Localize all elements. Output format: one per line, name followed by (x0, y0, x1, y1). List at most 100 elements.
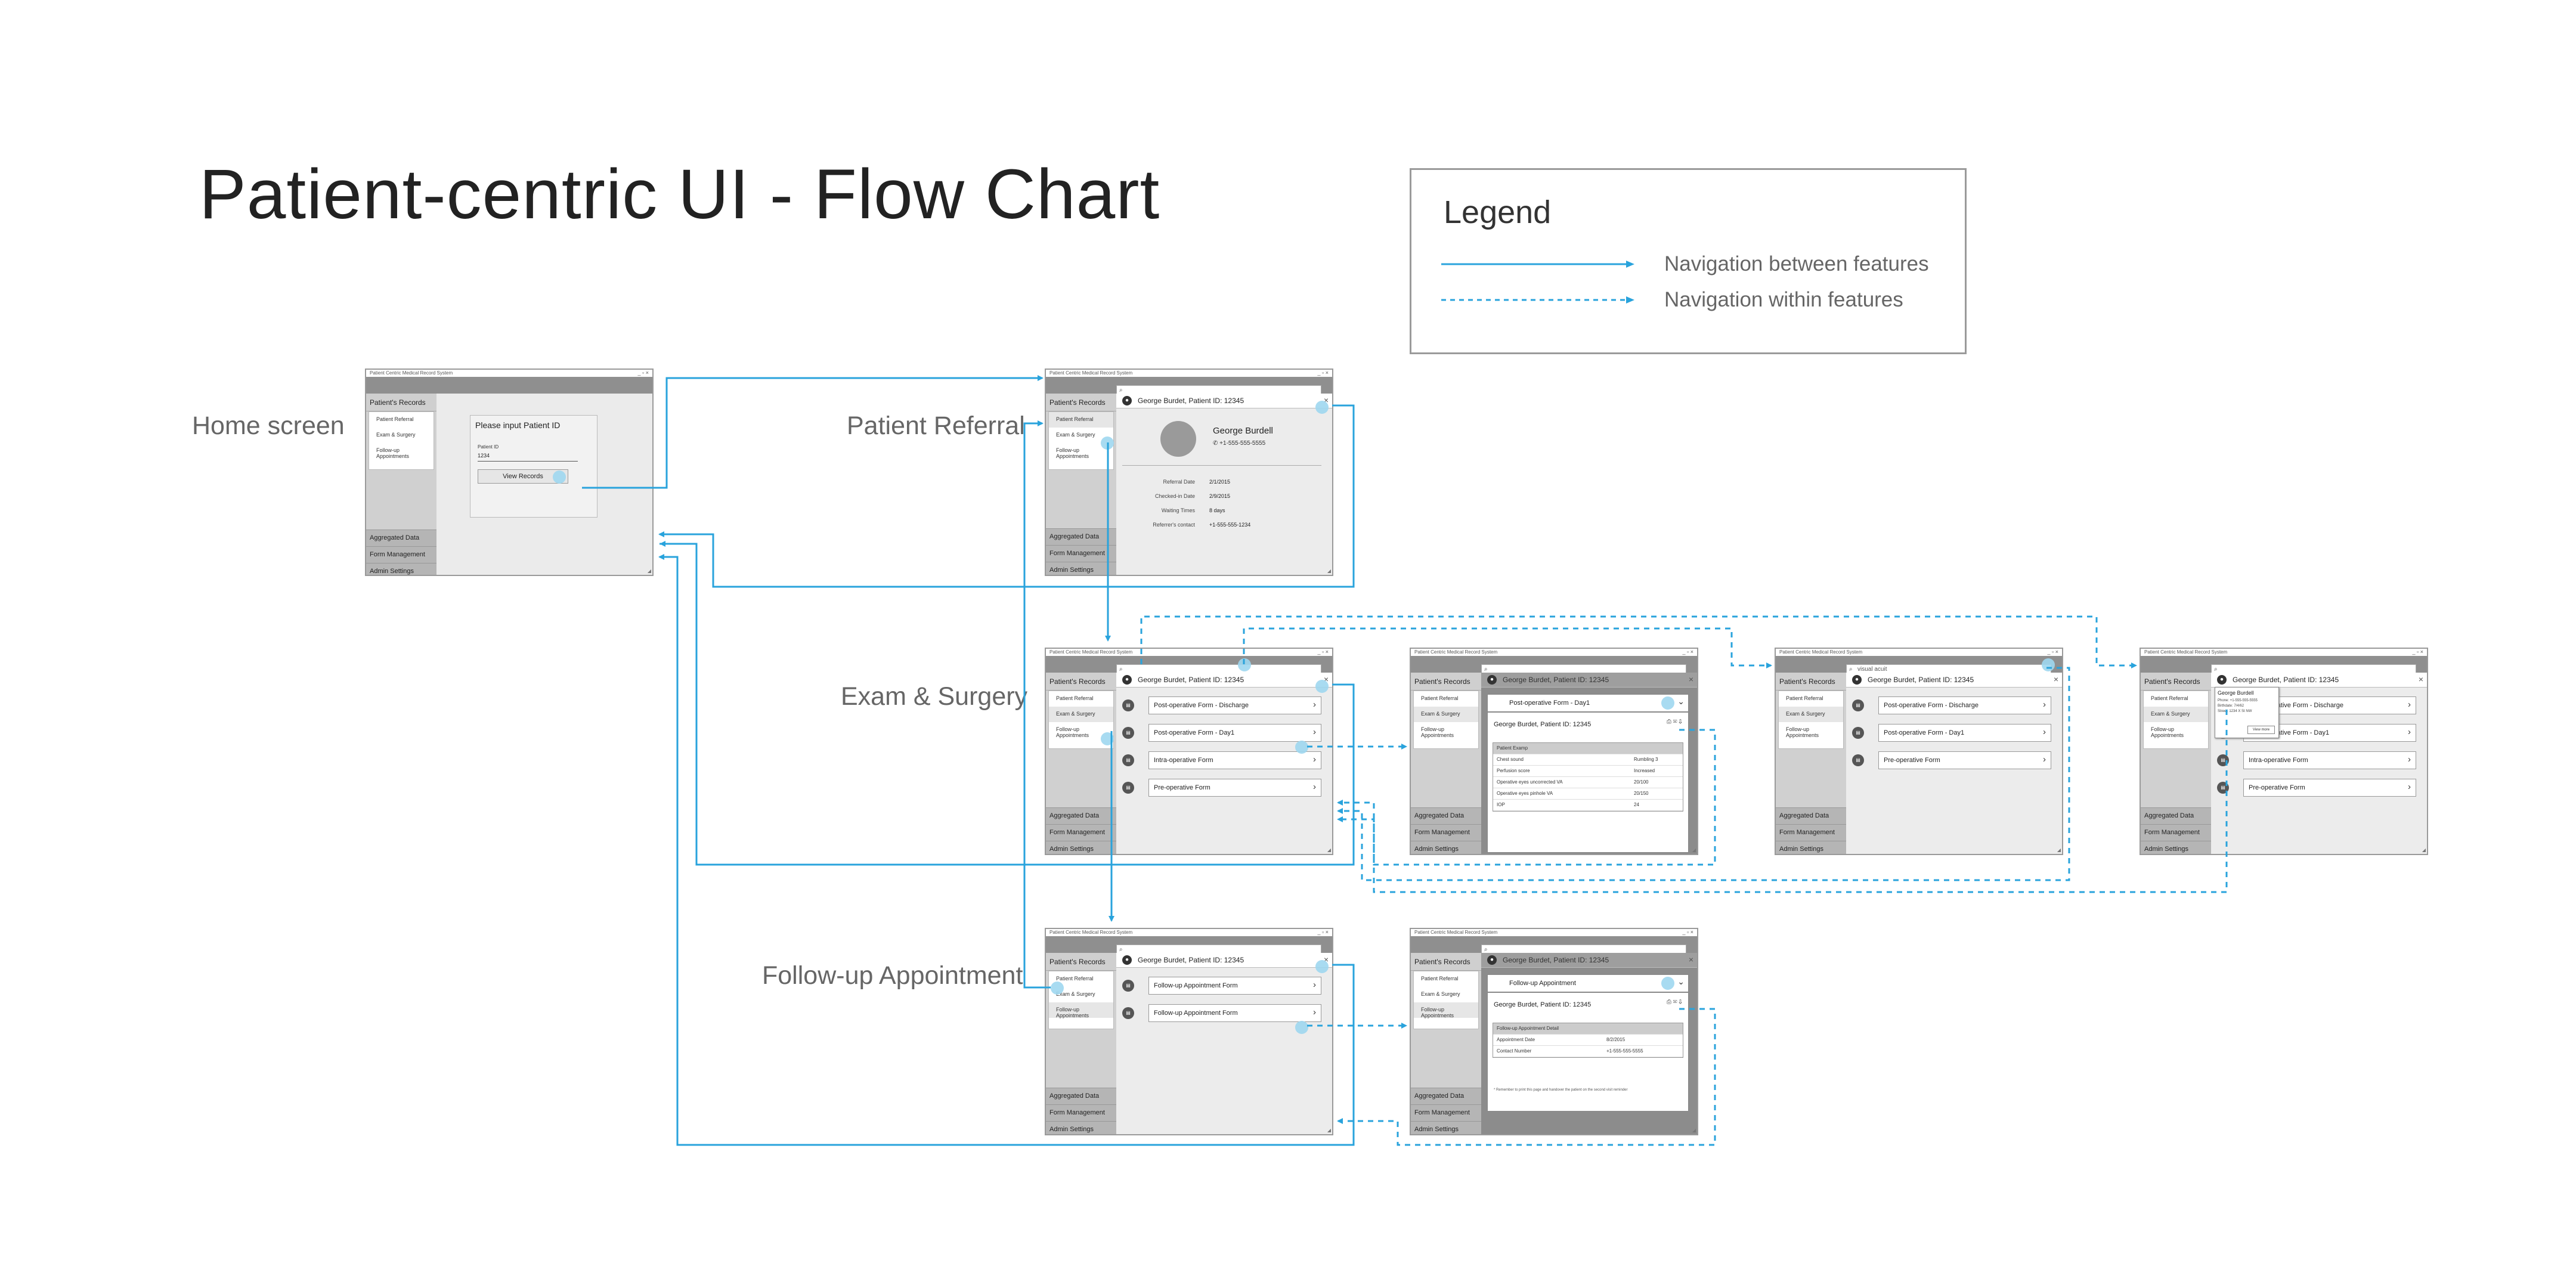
close-icon[interactable]: × (2053, 674, 2058, 684)
sidebar-item-exam[interactable]: Exam & Surgery (376, 432, 416, 438)
search-icon: ⌕ (2214, 666, 2218, 673)
referral-name: George Burdell (1213, 426, 1273, 436)
dash-popup-to-exam (1337, 710, 2228, 893)
chevron-down-icon[interactable]: ⌄ (1677, 696, 1685, 706)
sidebar-aggregated[interactable]: Aggregated Data (1411, 807, 1481, 824)
close-icon[interactable]: × (1323, 955, 1329, 964)
sidebar-admin[interactable]: Admin Settings (1046, 841, 1116, 854)
sidebar-form-mgmt[interactable]: Form Management (2141, 824, 2211, 841)
form-row[interactable]: ▤Post-operative Form - Discharge› (1846, 694, 2062, 716)
form-row[interactable]: ▤Pre-operative Form› (2211, 776, 2427, 798)
form-row[interactable]: ▤Pre-operative Form› (1846, 749, 2062, 770)
view-more-button[interactable]: View more (2247, 726, 2275, 734)
sidebar-admin[interactable]: Admin Settings (2141, 841, 2211, 854)
close-icon[interactable]: × (1688, 955, 1693, 964)
form-title-bar[interactable]: Post-operative Form - Day1 ⌄ (1487, 694, 1689, 712)
sidebar-item-referral[interactable]: Patient Referral (1786, 695, 1823, 701)
sidebar-patient-records[interactable]: Patient's Records (366, 394, 436, 411)
sidebar-admin[interactable]: Admin Settings (1046, 562, 1116, 575)
sidebar-form-mgmt[interactable]: Form Management (1046, 545, 1116, 562)
sidebar-item-followup[interactable]: Follow-up Appointments (1421, 726, 1454, 738)
sidebar-item-exam[interactable]: Exam & Surgery (1414, 707, 1478, 722)
form-row[interactable]: ▤Intra-operative Form› (2211, 749, 2427, 770)
sidebar-item-followup[interactable]: Follow-up Appointments (1049, 1002, 1113, 1018)
sidebar-item-referral[interactable]: Patient Referral (1421, 695, 1459, 701)
sidebar-form-mgmt[interactable]: Form Management (1776, 824, 1846, 841)
sidebar-aggregated[interactable]: Aggregated Data (1411, 1088, 1481, 1104)
sidebar-admin[interactable]: Admin Settings (366, 563, 436, 575)
close-icon[interactable]: × (1323, 395, 1329, 405)
sidebar-admin[interactable]: Admin Settings (1776, 841, 1846, 854)
sidebar-patient-records[interactable]: Patient's Records (1411, 673, 1481, 691)
legend: Legend Navigation between features Navig… (1410, 168, 1967, 354)
patient-header: George Burdet, Patient ID: 12345 (2233, 676, 2339, 684)
form-row[interactable]: ▤Follow-up Appointment Form› (1116, 1002, 1332, 1023)
sidebar-admin[interactable]: Admin Settings (1411, 1121, 1481, 1134)
chevron-right-icon: › (2408, 727, 2411, 737)
sidebar-aggregated[interactable]: Aggregated Data (1046, 807, 1116, 824)
search-icon: ⌕ (1119, 666, 1123, 673)
sidebar-item-exam[interactable]: Exam & Surgery (1779, 707, 1843, 722)
sidebar-aggregated[interactable]: Aggregated Data (1046, 528, 1116, 545)
chevron-down-icon[interactable]: ⌄ (1677, 977, 1685, 986)
sidebar-patient-records[interactable]: Patient's Records (1046, 673, 1116, 691)
form-row[interactable]: ▤Post-operative Form - Day1› (1846, 722, 2062, 743)
form-row[interactable]: ▤Pre-operative Form› (1116, 776, 1332, 798)
form-title-bar[interactable]: Follow-up Appointment ⌄ (1487, 974, 1689, 992)
sidebar-item-followup[interactable]: Follow-up Appointments (1056, 726, 1089, 738)
sidebar-item-followup[interactable]: Follow-up Appointments (1056, 447, 1089, 459)
sidebar-item-followup[interactable]: Follow-up Appointments (1414, 1002, 1478, 1018)
sidebar-patient-records[interactable]: Patient's Records (1046, 394, 1116, 411)
sidebar-item-exam[interactable]: Exam & Surgery (2144, 707, 2208, 722)
sidebar-aggregated[interactable]: Aggregated Data (366, 530, 436, 546)
sidebar-item-followup[interactable]: Follow-up Appointments (2151, 726, 2184, 738)
sidebar-admin[interactable]: Admin Settings (1046, 1121, 1116, 1134)
sidebar-form-mgmt[interactable]: Form Management (1411, 824, 1481, 841)
sidebar-item-followup[interactable]: Follow-up Appointments (376, 447, 410, 459)
sidebar-item-exam[interactable]: Exam & Surgery (1049, 707, 1113, 722)
patient-id-field[interactable]: 1234 (478, 453, 578, 462)
sidebar-item-referral[interactable]: Patient Referral (1056, 695, 1094, 701)
form-row[interactable]: ▤Post-operative Form - Discharge› (1116, 694, 1332, 716)
sidebar-item-referral[interactable]: Patient Referral (1056, 976, 1094, 982)
sidebar-item-referral[interactable]: Patient Referral (1049, 412, 1113, 428)
sidebar-item-referral[interactable]: Patient Referral (2151, 695, 2188, 701)
close-icon[interactable]: × (1323, 674, 1329, 684)
sidebar-item-referral[interactable]: Patient Referral (1421, 976, 1459, 982)
close-icon[interactable]: × (1688, 674, 1693, 684)
sidebar-form-mgmt[interactable]: Form Management (1046, 824, 1116, 841)
sidebar-item-followup[interactable]: Follow-up Appointments (1786, 726, 1819, 738)
sidebar-patient-records[interactable]: Patient's Records (1776, 673, 1846, 691)
form-detail-card: George Burdet, Patient ID: 12345 ⎙ ✉ ⇩ P… (1487, 712, 1689, 853)
followup-window: Patient Centric Medical Record System_ ▫… (1045, 928, 1333, 1135)
sidebar-patient-records[interactable]: Patient's Records (1046, 953, 1116, 971)
chevron-right-icon: › (1313, 782, 1316, 792)
form-icon: ▤ (1122, 754, 1134, 766)
form-row[interactable]: ▤Intra-operative Form› (1116, 749, 1332, 770)
form-row[interactable]: ▤Post-operative Form - Day1› (1116, 722, 1332, 743)
sidebar-admin[interactable]: Admin Settings (1411, 841, 1481, 854)
sidebar-aggregated[interactable]: Aggregated Data (2141, 807, 2211, 824)
sidebar-form-mgmt[interactable]: Form Management (1411, 1104, 1481, 1121)
sidebar-item-exam[interactable]: Exam & Surgery (1056, 991, 1095, 997)
sidebar-aggregated[interactable]: Aggregated Data (1046, 1088, 1116, 1104)
sidebar-form-mgmt[interactable]: Form Management (1046, 1104, 1116, 1121)
form-row[interactable]: ▤Follow-up Appointment Form› (1116, 974, 1332, 996)
print-email-export-icons[interactable]: ⎙ ✉ ⇩ (1666, 719, 1682, 725)
sidebar-item-exam[interactable]: Exam & Surgery (1421, 991, 1460, 997)
sidebar-patient-records[interactable]: Patient's Records (2141, 673, 2211, 691)
sidebar-item-exam[interactable]: Exam & Surgery (1056, 432, 1095, 438)
print-email-export-icons[interactable]: ⎙ ✉ ⇩ (1666, 999, 1682, 1005)
patient-icon: ● (1487, 675, 1497, 685)
search-icon: ⌕ (1849, 666, 1853, 673)
legend-solid-arrow (1441, 261, 1634, 268)
sidebar-item-referral[interactable]: Patient Referral (376, 416, 414, 422)
sidebar-aggregated[interactable]: Aggregated Data (1776, 807, 1846, 824)
avatar (1160, 421, 1196, 457)
dash-detail-to-exam (1337, 729, 1716, 866)
close-icon[interactable]: × (2418, 674, 2423, 684)
sidebar-patient-records[interactable]: Patient's Records (1411, 953, 1481, 971)
sidebar-form-mgmt[interactable]: Form Management (366, 546, 436, 563)
